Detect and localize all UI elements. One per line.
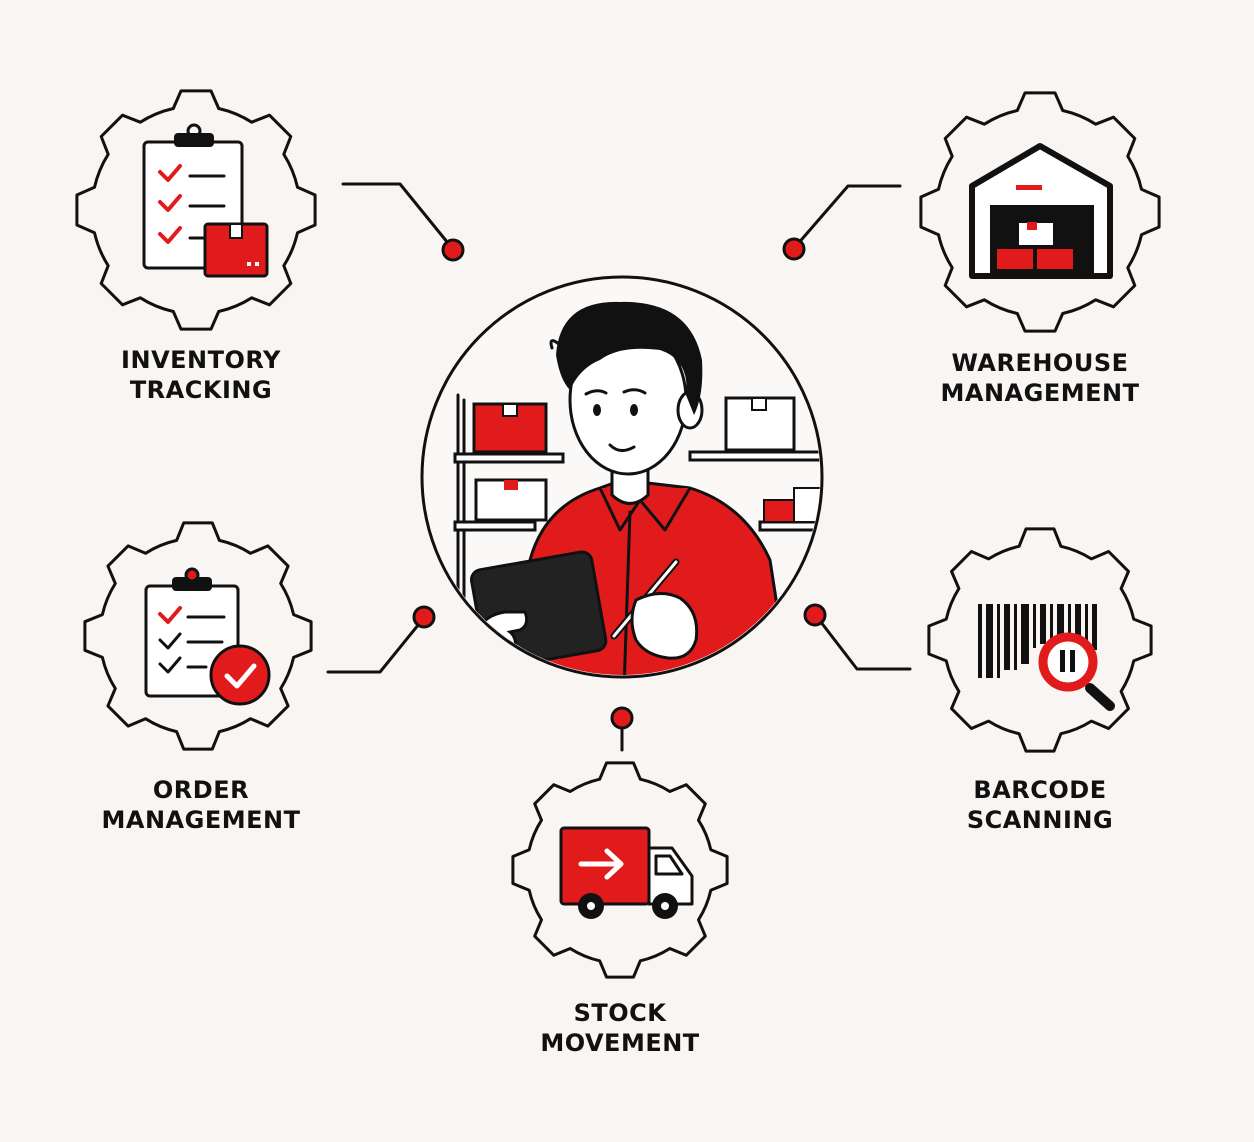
- label-inventory-tracking: INVENTORY TRACKING: [71, 345, 331, 405]
- connector-inventory-tracking: [341, 182, 465, 262]
- label-stock-movement: STOCK MOVEMENT: [490, 998, 750, 1058]
- label-line-2: MANAGEMENT: [101, 806, 301, 834]
- label-line-1: WAREHOUSE: [951, 349, 1129, 377]
- clipboard-checklist-box-icon: [142, 123, 269, 278]
- label-line-1: STOCK: [573, 999, 667, 1027]
- worker-with-tablet-icon: [420, 275, 824, 679]
- gear-barcode-scanning: [927, 527, 1153, 753]
- gear-stock-movement: [511, 761, 729, 979]
- label-line-1: INVENTORY: [121, 346, 281, 374]
- label-order-management: ORDER MANAGEMENT: [71, 775, 331, 835]
- label-line-2: MANAGEMENT: [940, 379, 1140, 407]
- gear-warehouse-management: [919, 91, 1161, 333]
- connector-order-management: [326, 605, 436, 674]
- label-line-2: MOVEMENT: [540, 1029, 700, 1057]
- connector-barcode-scanning: [803, 603, 912, 671]
- barcode-magnifier-icon: [978, 604, 1115, 711]
- clipboard-check-icon: [144, 567, 271, 706]
- gear-order-management: [83, 521, 313, 751]
- label-line-1: ORDER: [152, 776, 250, 804]
- label-line-2: SCANNING: [966, 806, 1114, 834]
- label-line-1: BARCODE: [973, 776, 1107, 804]
- label-warehouse-management: WAREHOUSE MANAGEMENT: [910, 348, 1170, 408]
- connector-warehouse-management: [782, 184, 902, 261]
- warehouse-icon: [969, 143, 1113, 279]
- label-barcode-scanning: BARCODE SCANNING: [910, 775, 1170, 835]
- delivery-truck-icon: [559, 826, 694, 919]
- gear-inventory-tracking: [75, 89, 317, 331]
- label-line-2: TRACKING: [129, 376, 273, 404]
- connector-stock-movement: [610, 706, 634, 752]
